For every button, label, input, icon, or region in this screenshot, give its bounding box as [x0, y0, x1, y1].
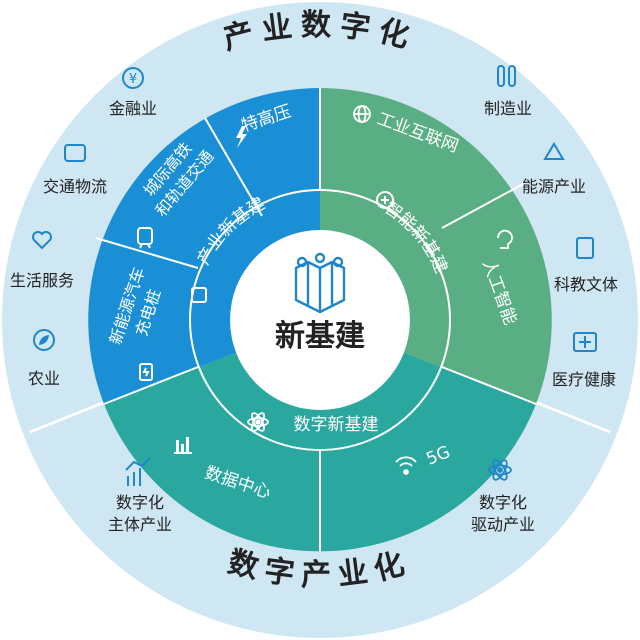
item-energy: 能源产业: [522, 177, 586, 196]
inner-ring-outline: [189, 189, 451, 451]
yen-glyph: ¥: [129, 72, 137, 87]
mid-divider-1: [204, 117, 263, 217]
mid-divider-3: [441, 182, 526, 229]
ai-head-icon: [497, 229, 513, 249]
wrench-icon: [497, 65, 516, 87]
leaf-shape: [39, 335, 49, 345]
item-digital-drive-line2: 驱动产业: [471, 515, 535, 534]
mid-divider-2: [95, 237, 199, 269]
medkit-cross: [579, 336, 591, 348]
yen-icon: [122, 67, 144, 89]
building-icon: [294, 252, 346, 314]
item-life: 生活服务: [10, 271, 74, 290]
growth-chart-icon: [125, 457, 151, 486]
segment-teal-middle: [104, 320, 536, 552]
item-finance: 金融业: [109, 99, 157, 118]
industry-chip-icon: [191, 287, 207, 303]
mid-divider-6: [103, 366, 199, 405]
atom-icon: [247, 412, 269, 432]
item-digital-main-line2: 主体产业: [108, 515, 172, 534]
item-manufacturing: 制造业: [484, 99, 532, 118]
medkit-icon: [573, 332, 597, 352]
center-circle: [230, 230, 410, 410]
item-agri: 农业: [28, 369, 60, 388]
train-icon: [137, 227, 153, 249]
charging-icon: [139, 363, 153, 381]
center-title: 新基建: [275, 319, 365, 354]
bus-icon: [64, 144, 86, 162]
signal-icon: [395, 456, 417, 475]
item-digital-main-line1: 数字化: [116, 493, 164, 512]
recycle-icon: [543, 142, 565, 160]
outer-divider-right: [529, 398, 611, 434]
globe-icon: [353, 105, 371, 123]
smart-brain-icon: [376, 191, 394, 209]
item-digital-drive-line1: 数字化: [479, 493, 527, 512]
bar-chart-icon: [174, 437, 192, 454]
mid-divider-7: [441, 366, 537, 405]
book-icon: [576, 237, 594, 259]
item-medical: 医疗健康: [552, 370, 616, 389]
outer-divider-left: [29, 398, 111, 434]
item-science: 科教文体: [554, 275, 618, 294]
item-transport: 交通物流: [43, 177, 107, 196]
inner-label-digital: 数字新基建: [294, 415, 379, 435]
leaf-icon: [33, 329, 55, 351]
atom-outer-icon: [488, 459, 512, 481]
heart-hand-icon: [32, 231, 52, 250]
lightning-icon: [236, 126, 247, 148]
